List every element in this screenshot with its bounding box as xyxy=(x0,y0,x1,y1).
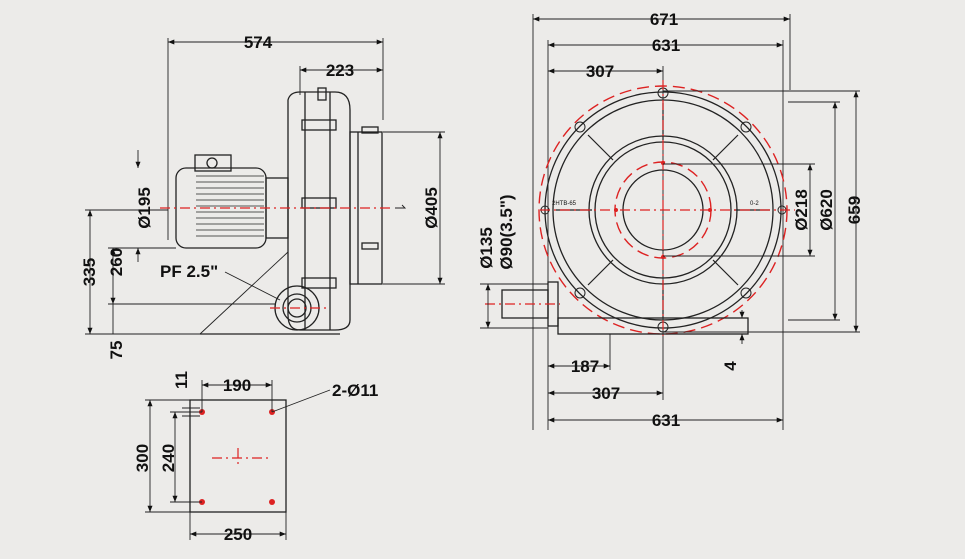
dim-250: 250 xyxy=(224,525,252,544)
dim-671: 671 xyxy=(650,10,678,29)
dim-4: 4 xyxy=(721,361,740,371)
dim-187: 187 xyxy=(571,357,599,376)
dim-11: 11 xyxy=(172,371,191,389)
dim-75: 75 xyxy=(107,341,126,360)
blower-housing-side xyxy=(287,91,351,331)
dim-223: 223 xyxy=(326,61,354,80)
dim-dia-135: Ø135 xyxy=(477,227,496,269)
dim-dia-405: Ø405 xyxy=(422,187,441,229)
dim-300: 300 xyxy=(133,444,152,472)
dim-dia-195: Ø195 xyxy=(135,187,154,229)
dim-dia-90: Ø90(3.5") xyxy=(497,194,516,269)
nameplate-left: 2HTB-65 xyxy=(552,201,577,207)
dim-631-bottom: 631 xyxy=(652,411,680,430)
nameplate-right: 0-2 xyxy=(750,201,759,207)
dim-659: 659 xyxy=(845,196,864,224)
dim-190: 190 xyxy=(223,376,251,395)
front-view: 2HTB-65 0-2 671 631 307 Ø218 Ø620 659 Ø1… xyxy=(477,10,864,430)
dim-335: 335 xyxy=(80,258,99,286)
pf-label: PF 2.5" xyxy=(160,262,218,281)
base-view: 190 11 2-Ø11 300 240 250 xyxy=(133,371,378,544)
dim-dia-218: Ø218 xyxy=(792,189,811,231)
dim-260: 260 xyxy=(107,248,126,276)
dim-dia-620: Ø620 xyxy=(817,189,836,231)
dim-574: 574 xyxy=(244,33,273,52)
dim-307-top: 307 xyxy=(586,62,614,81)
side-view: 574 223 Ø195 Ø405 335 260 75 PF 2.5" xyxy=(80,33,445,359)
holes-label: 2-Ø11 xyxy=(332,381,378,400)
base-front xyxy=(557,317,749,335)
motor-terminal-box xyxy=(194,154,232,172)
dim-631-top: 631 xyxy=(652,36,680,55)
dim-240: 240 xyxy=(159,444,178,472)
dim-307-bottom: 307 xyxy=(592,384,620,403)
base-plate xyxy=(189,399,287,513)
